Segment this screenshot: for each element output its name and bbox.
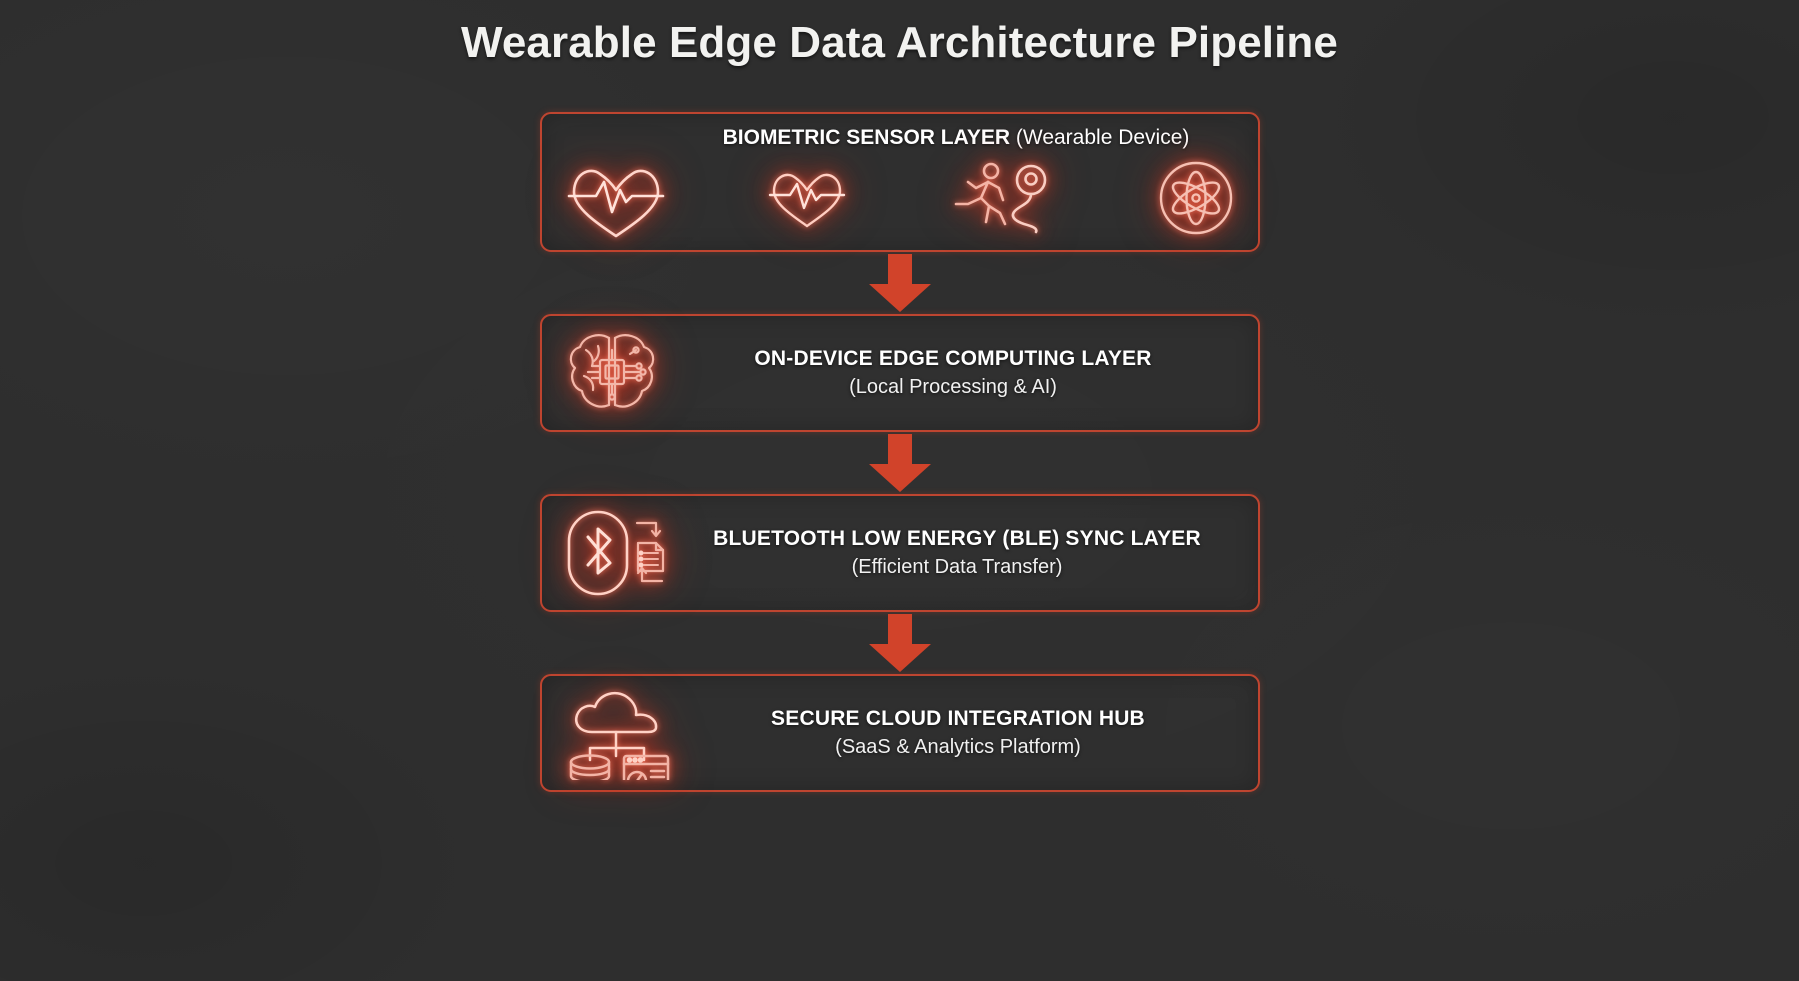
connector-arrow-2 <box>540 432 1260 494</box>
arrow-head <box>869 284 931 312</box>
down-arrow-icon <box>869 614 931 672</box>
layer-box-secure-cloud-integration-hub[interactable]: SECURE CLOUD INTEGRATION HUB (SaaS & Ana… <box>540 674 1260 792</box>
layer-subtitle-ble: (Efficient Data Transfer) <box>851 556 1063 579</box>
layer-box-on-device-edge-computing-layer[interactable]: ON-DEVICE EDGE COMPUTING LAYER (Local Pr… <box>540 314 1260 432</box>
arrow-shaft <box>888 434 912 466</box>
pipeline-flow: BIOMETRIC SENSOR LAYER (Wearable Device) <box>540 112 1260 792</box>
edge-icon-zone <box>542 328 660 418</box>
layer-subtitle-edge: (Local Processing & AI) <box>849 376 1057 399</box>
arrow-shaft <box>888 614 912 646</box>
layer-label-ble: BLUETOOTH LOW ENERGY (BLE) SYNC LAYER (E… <box>668 526 1258 581</box>
bluetooth-sync-document-icon <box>564 507 668 599</box>
connector-arrow-3 <box>540 612 1260 674</box>
layer-title-text: BIOMETRIC SENSOR LAYER <box>722 126 1011 149</box>
atom-circle-icon <box>1158 160 1234 236</box>
down-arrow-icon <box>869 254 931 312</box>
layer-subtitle-cloud: (SaaS & Analytics Platform) <box>835 736 1081 759</box>
layer-title-suffix: (Wearable Device) <box>1010 126 1190 149</box>
arrow-head <box>869 644 931 672</box>
running-person-location-icon <box>948 160 1056 236</box>
connector-arrow-1 <box>540 252 1260 314</box>
arrow-shaft <box>888 254 912 286</box>
down-arrow-icon <box>869 434 931 492</box>
ai-brain-chip-icon <box>564 328 660 418</box>
layer-title-ble: BLUETOOTH LOW ENERGY (BLE) SYNC LAYER <box>713 526 1201 550</box>
cloud-database-dashboard-icon <box>564 686 670 780</box>
layer-box-biometric-sensor-layer[interactable]: BIOMETRIC SENSOR LAYER (Wearable Device) <box>540 112 1260 252</box>
arrow-head <box>869 464 931 492</box>
heart-pulse-icon <box>566 156 666 240</box>
layer-title-biometric: BIOMETRIC SENSOR LAYER (Wearable Device) <box>542 126 1258 150</box>
layer-label-cloud: SECURE CLOUD INTEGRATION HUB (SaaS & Ana… <box>670 706 1258 761</box>
layer-title-edge: ON-DEVICE EDGE COMPUTING LAYER <box>754 346 1152 370</box>
layer-title-cloud: SECURE CLOUD INTEGRATION HUB <box>771 706 1145 730</box>
heartbeat-small-icon <box>768 164 846 232</box>
layer-box-ble-sync-layer[interactable]: BLUETOOTH LOW ENERGY (BLE) SYNC LAYER (E… <box>540 494 1260 612</box>
layer-label-edge: ON-DEVICE EDGE COMPUTING LAYER (Local Pr… <box>660 346 1258 401</box>
ble-icon-zone <box>542 507 668 599</box>
page-title: Wearable Edge Data Architecture Pipeline <box>461 18 1338 67</box>
cloud-icon-zone <box>542 686 670 780</box>
sensor-icon-row <box>542 148 1258 248</box>
